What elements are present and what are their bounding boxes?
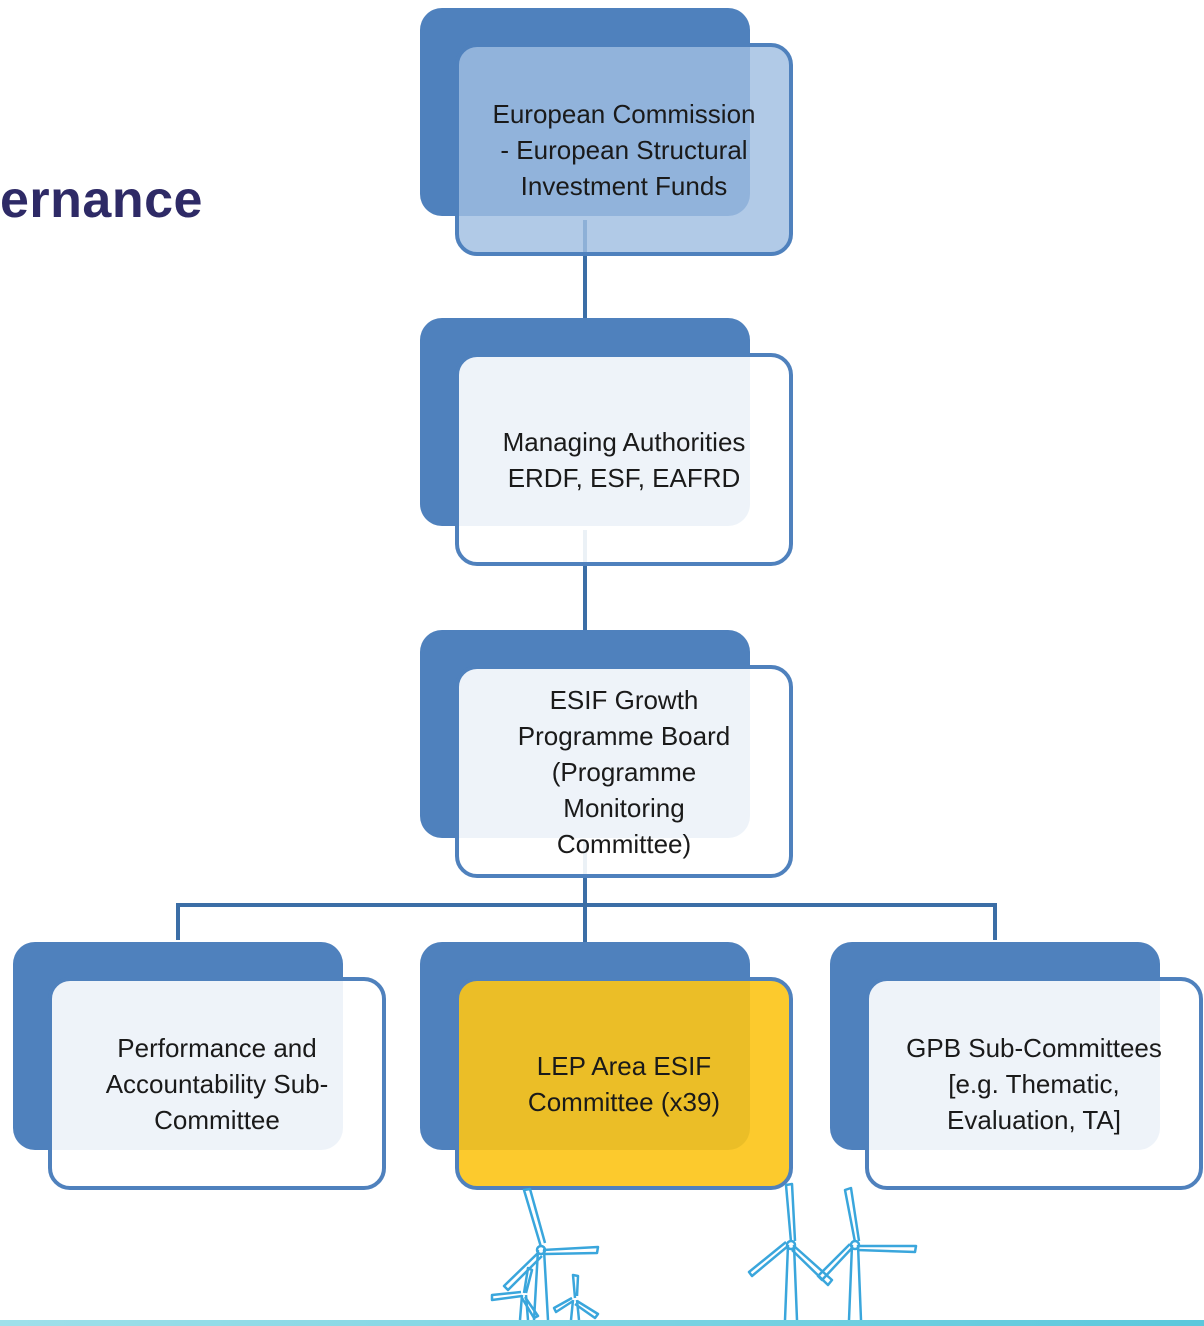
node-gpb-sub-committees-label: GPB Sub-Committees [e.g. Thematic, Evalu…: [906, 1032, 1162, 1135]
wind-turbine-icon: [552, 1273, 600, 1321]
wind-turbine-icon: [747, 1182, 834, 1321]
node-growth-programme-board-label: ESIF Growth Programme Board (Programme M…: [517, 684, 731, 859]
node-lep-area-committee-label: LEP Area ESIF Committee (x39): [527, 1050, 721, 1117]
node-managing-authorities-label: Managing Authorities ERDF, ESF, EAFRD: [502, 426, 746, 493]
wind-turbine-icon: [816, 1186, 918, 1321]
node-european-commission-label: European Commission - European Structura…: [492, 98, 756, 201]
wind-turbine-icon: [490, 1266, 540, 1321]
node-performance-accountability-label: Performance and Accountability Sub- Comm…: [105, 1032, 329, 1135]
wind-turbine-icon: [502, 1187, 600, 1321]
slide-heading: ernance: [0, 171, 203, 229]
footer-baseline: [0, 1320, 1204, 1326]
